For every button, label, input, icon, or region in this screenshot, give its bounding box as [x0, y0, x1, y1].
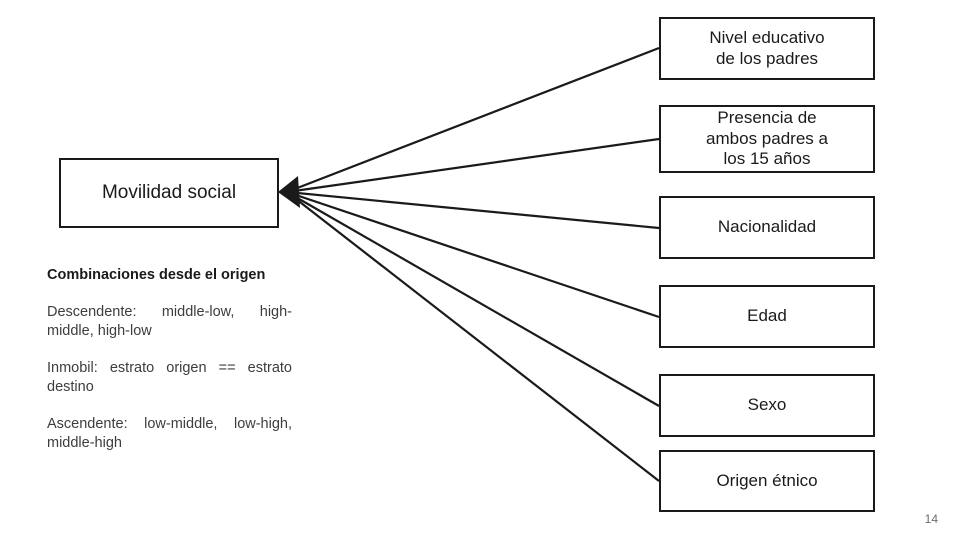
connector-line-1: [286, 137, 660, 194]
node-movilidad-social-label: Movilidad social: [101, 182, 237, 204]
notes-heading: Combinaciones desde el origen: [47, 267, 266, 283]
notes-paragraph-inmobil: Inmobil: estrato origen == estrato desti…: [47, 359, 292, 396]
connector-line-3: [286, 190, 660, 319]
notes-paragraph-ascendente: Ascendente: low-middle, low-high, middle…: [47, 415, 292, 452]
node-label: Presencia de ambos padres a los 15 años: [706, 107, 828, 169]
page-number: 14: [924, 512, 938, 526]
node-nacionalidad[interactable]: Nacionalidad: [659, 196, 875, 259]
node-movilidad-social[interactable]: Movilidad social: [59, 158, 279, 228]
node-origen-etnico[interactable]: Origen étnico: [659, 450, 875, 512]
node-presencia-de-ambos-padres[interactable]: Presencia de ambos padres a los 15 años: [659, 105, 875, 173]
node-label: Nacionalidad: [717, 217, 817, 237]
connector-line-2: [286, 190, 660, 230]
arrowhead-icon: [278, 180, 296, 204]
node-nivel-educativo-de-los-padres[interactable]: Nivel educativo de los padres: [659, 17, 875, 80]
node-sexo[interactable]: Sexo: [659, 374, 875, 437]
connector-line-4: [286, 191, 660, 407]
notes-paragraph-descendente: Descendente: middle-low, high-middle, hi…: [47, 303, 292, 340]
node-label: Sexo: [747, 395, 787, 415]
arrowhead-spread-icon: [278, 176, 300, 208]
connector-line-0: [286, 46, 660, 194]
node-label: Nivel educativo de los padres: [709, 27, 825, 68]
node-label: Edad: [747, 306, 787, 326]
notes-block: Combinaciones desde el origen Descendent…: [47, 266, 292, 454]
connector-line-5: [286, 191, 660, 482]
node-edad[interactable]: Edad: [659, 285, 875, 348]
node-label: Origen étnico: [716, 470, 818, 490]
